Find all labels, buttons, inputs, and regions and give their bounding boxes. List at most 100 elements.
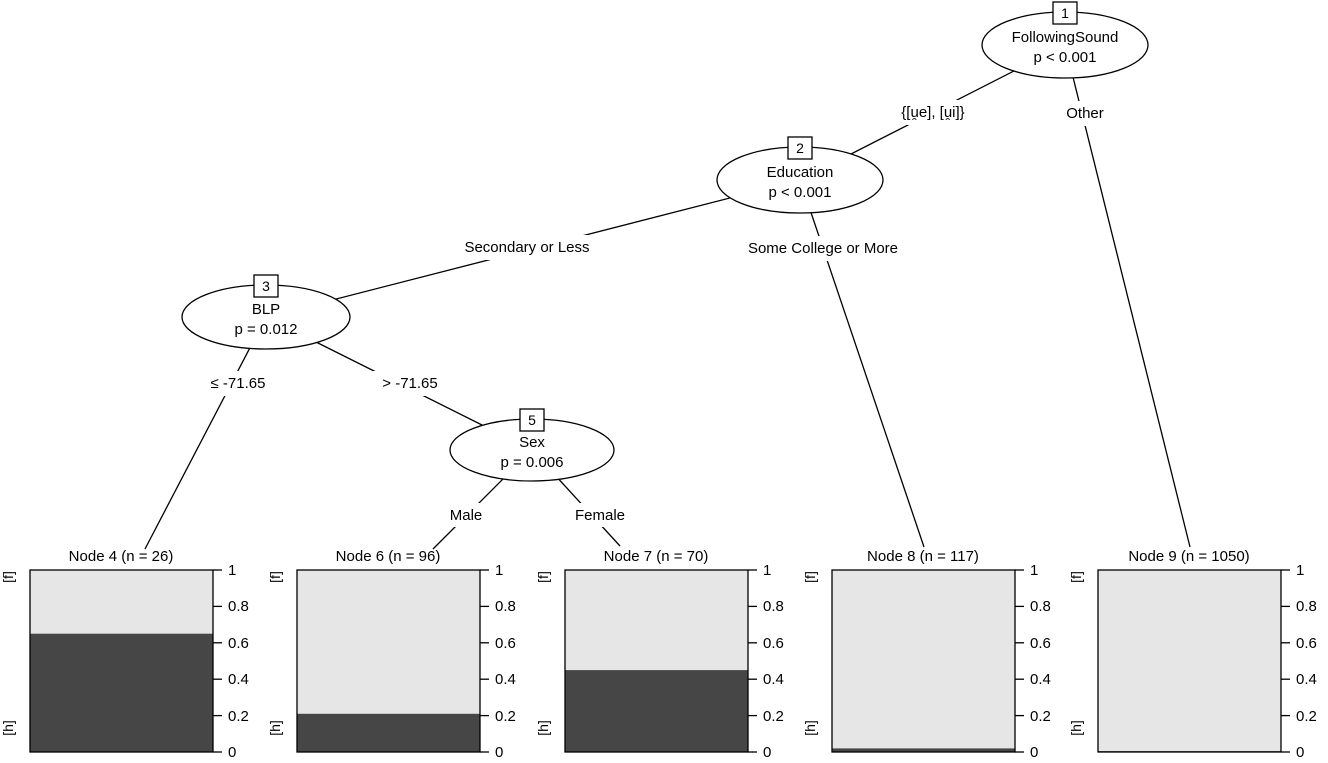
panel-border [831, 569, 1016, 753]
edge-label-bg [1059, 101, 1111, 126]
tick-label: 0.4 [228, 671, 249, 688]
terminal-title: Node 9 (n = 1050) [1128, 548, 1249, 565]
bar-segment-f [1098, 570, 1281, 752]
node-variable-text: Sex [519, 434, 545, 451]
node-id-box [253, 274, 279, 298]
node-pvalue-text: p < 0.001 [1034, 49, 1097, 66]
tick-label: 1 [1030, 562, 1038, 579]
tick-label: 0.6 [763, 635, 784, 652]
category-label-f: [f] [535, 571, 551, 583]
tick-label: 0.8 [228, 598, 249, 615]
edge-label-bg [443, 503, 489, 527]
category-label-h: [h] [0, 720, 16, 736]
decision-node-3: 3 BLP p = 0.012 [181, 274, 351, 350]
tick-label: 0.6 [1296, 635, 1317, 652]
category-label-f: [f] [802, 571, 818, 583]
category-label-h: [h] [1068, 720, 1084, 736]
terminal-title: Node 6 (n = 96) [336, 548, 441, 565]
node-variable-text: FollowingSound [1012, 29, 1119, 46]
tick-label: 0.4 [495, 671, 516, 688]
tick-label: 0 [1296, 744, 1304, 761]
panel-border [296, 569, 481, 753]
category-label-f: [f] [267, 571, 283, 583]
edge-label-ue-ui: {[u̯e], [u̯i]} [901, 104, 964, 121]
tick-label: 0.4 [1030, 671, 1051, 688]
panel-border [564, 569, 749, 753]
bar-segment-f [832, 570, 1015, 752]
tick-label: 0.2 [228, 708, 249, 725]
node-id-text: 5 [528, 412, 536, 428]
node-pvalue-text: p = 0.006 [501, 454, 564, 471]
tick-label: 0.6 [228, 635, 249, 652]
bar-segment-h [565, 670, 748, 752]
edge-label-bg [567, 503, 633, 527]
node-id-text: 2 [796, 140, 804, 156]
terminal-title: Node 7 (n = 70) [604, 548, 709, 565]
edge-label-bg [201, 371, 275, 396]
tick-label: 0.6 [1030, 635, 1051, 652]
tick-label: 1 [495, 562, 503, 579]
terminal-node-8: Node 8 (n = 117) 1 0.8 0.6 0.4 0.2 0 [f]… [802, 548, 1051, 761]
terminal-node-6: Node 6 (n = 96) 1 0.8 0.6 0.4 0.2 0 [f] … [267, 548, 516, 761]
edge-label-gt-71-65: > -71.65 [382, 375, 437, 392]
node-id-box [787, 136, 813, 160]
tick-label: 0.2 [495, 708, 516, 725]
node-variable-text: Education [767, 164, 834, 181]
tick-label: 1 [228, 562, 236, 579]
tick-label: 0 [1030, 744, 1038, 761]
category-label-h: [h] [267, 720, 283, 736]
node-id-box [1052, 1, 1078, 25]
edge-label-bg [729, 236, 917, 261]
bar-segment-h [30, 633, 213, 752]
decision-node-5: 5 Sex p = 0.006 [449, 408, 615, 482]
edge-label-other: Other [1066, 105, 1104, 122]
node-pvalue-text: p < 0.001 [769, 184, 832, 201]
tick-label: 0.4 [1296, 671, 1317, 688]
tick-label: 0 [763, 744, 771, 761]
tick-label: 0 [228, 744, 236, 761]
tick-label: 0 [495, 744, 503, 761]
tick-label: 0.2 [1030, 708, 1051, 725]
edge-label-female: Female [575, 507, 625, 524]
edge-label-male: Male [450, 507, 483, 524]
edge-line-node2-node8 [799, 179, 925, 548]
tick-label: 0.4 [763, 671, 784, 688]
tick-label: 0.8 [763, 598, 784, 615]
node-pvalue-text: p = 0.012 [235, 321, 298, 338]
panel-border [29, 569, 214, 753]
tick-label: 1 [1296, 562, 1304, 579]
bar-segment-h [832, 748, 1015, 752]
bar-segment-h [297, 713, 480, 752]
category-label-h: [h] [535, 720, 551, 736]
edge-label-bg [373, 371, 447, 396]
edge-label-bg [453, 235, 601, 260]
terminal-title: Node 8 (n = 117) [867, 548, 979, 565]
edge-line-node1-node9 [1064, 44, 1191, 548]
terminal-node-4: Node 4 (n = 26) 1 0.8 0.6 0.4 0.2 0 [f] … [0, 548, 249, 761]
node-variable-text: BLP [252, 301, 280, 318]
terminal-title: Node 4 (n = 26) [69, 548, 174, 565]
category-label-h: [h] [802, 720, 818, 736]
tick-label: 0.2 [763, 708, 784, 725]
node-id-text: 1 [1061, 5, 1069, 21]
node-id-box [519, 408, 545, 432]
tick-label: 0.2 [1296, 708, 1317, 725]
edge-label-bg [886, 100, 980, 125]
terminal-node-7: Node 7 (n = 70) 1 0.8 0.6 0.4 0.2 0 [f] … [535, 548, 784, 761]
tick-label: 1 [763, 562, 771, 579]
decision-node-2: 2 Education p < 0.001 [716, 136, 884, 214]
edge-label-le-71-65: ≤ -71.65 [211, 375, 266, 392]
edge-label-secondary-or-less: Secondary or Less [464, 239, 589, 256]
decision-node-1: 1 FollowingSound p < 0.001 [981, 1, 1149, 79]
category-label-f: [f] [0, 571, 16, 583]
panel-border [1097, 569, 1282, 753]
tick-label: 0.8 [1030, 598, 1051, 615]
category-label-f: [f] [1068, 571, 1084, 583]
tick-label: 0.8 [1296, 598, 1317, 615]
edge-label-some-college-or-more: Some College or More [748, 240, 898, 257]
edge-line-node3-node4 [144, 316, 267, 550]
node-id-text: 3 [262, 278, 270, 294]
terminal-node-9: Node 9 (n = 1050) 1 0.8 0.6 0.4 0.2 0 [f… [1068, 548, 1317, 761]
